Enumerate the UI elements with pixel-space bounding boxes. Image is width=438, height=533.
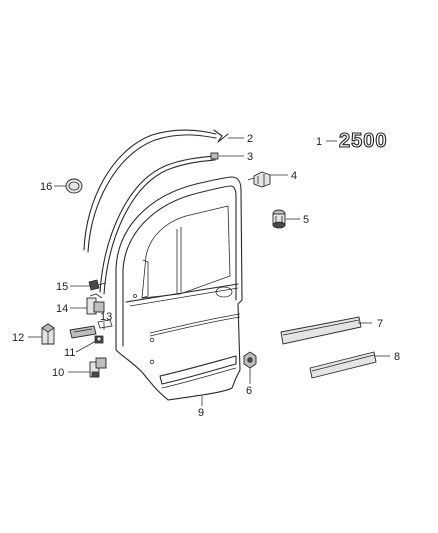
part-4-door-latch	[247, 171, 271, 188]
callout-2: 2	[247, 133, 253, 145]
part-15-hinge-bolt	[88, 279, 107, 291]
part-2-outer-weatherstrip	[83, 129, 229, 253]
part-14-upper-hinge	[86, 293, 105, 315]
callout-10: 10	[52, 367, 64, 379]
badge-text: 2500	[339, 130, 388, 152]
callout-1: 1	[316, 136, 322, 148]
part-10-lower-hinge	[89, 357, 107, 378]
callout-labels: 1 2 3 4 5 6 7 8 9 10 11 12 13 14 15 16	[12, 133, 400, 419]
part-11-door-check	[69, 325, 104, 344]
part-1-2500-badge: 2500	[338, 129, 388, 152]
callout-7: 7	[377, 318, 383, 330]
callout-3: 3	[247, 151, 253, 163]
callout-13: 13	[100, 311, 112, 323]
part-5-lock-cylinder	[272, 209, 286, 229]
part-8-lower-moulding	[309, 351, 377, 379]
part-12-bracket	[41, 323, 55, 345]
callout-15: 15	[56, 281, 68, 293]
part-13-check-strap	[97, 319, 113, 329]
callout-11: 11	[64, 347, 75, 359]
callout-6: 6	[246, 385, 252, 397]
callout-5: 5	[303, 214, 309, 226]
part-3-inner-weatherstrip	[99, 152, 219, 295]
part-9-door-shell	[115, 176, 243, 401]
part-7-upper-moulding	[280, 316, 362, 345]
part-16-plug-cap	[65, 178, 83, 194]
callout-14: 14	[56, 303, 68, 315]
leader-lines	[28, 137, 390, 406]
part-6-clip	[243, 351, 257, 369]
callout-9: 9	[198, 407, 204, 419]
callout-12: 12	[12, 332, 24, 344]
callout-4: 4	[291, 170, 297, 182]
callout-8: 8	[394, 351, 400, 363]
callout-16: 16	[40, 181, 52, 193]
